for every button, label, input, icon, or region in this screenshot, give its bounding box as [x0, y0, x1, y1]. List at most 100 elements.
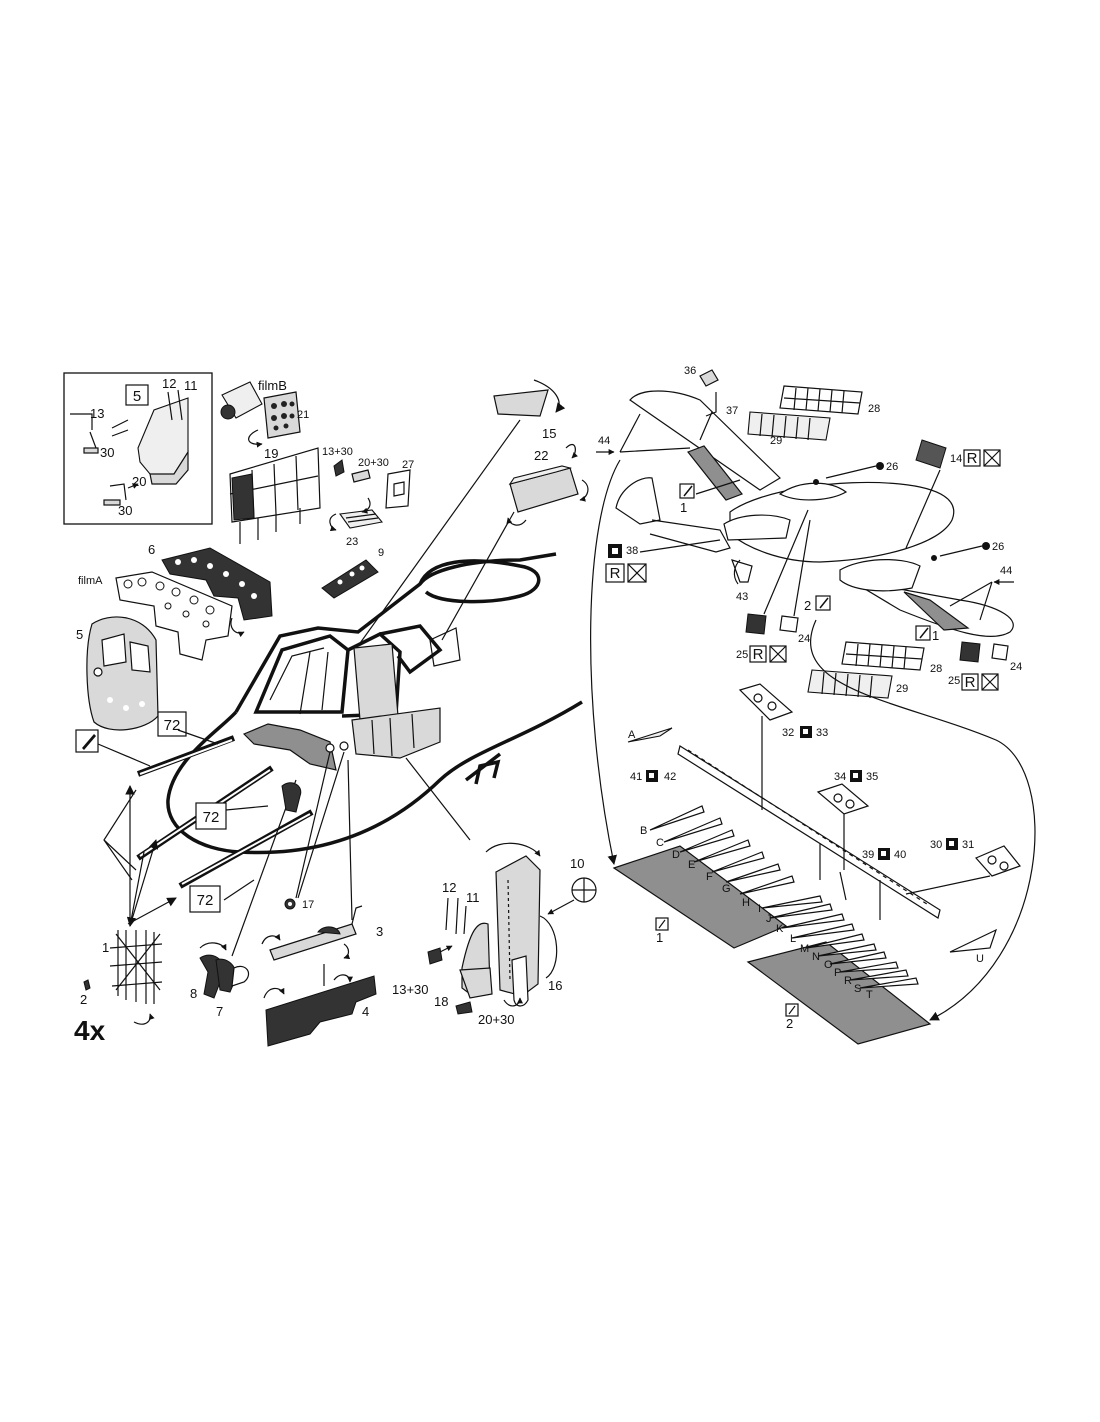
- label-L: L: [790, 933, 796, 945]
- seat-inset: 5 12 11 13 30 20 30: [63, 372, 213, 525]
- label-I: I: [758, 903, 761, 915]
- label-31: 31: [962, 839, 974, 851]
- label-27: 27: [402, 459, 414, 471]
- label-21: 21: [297, 409, 309, 421]
- wing-structure: 1 2 A 32 33 41 42 34 35 B C D: [612, 683, 1021, 1045]
- inset-label-30a: 30: [100, 445, 114, 460]
- label-16: 16: [548, 978, 562, 993]
- label-13-30b: 13+30: [392, 982, 429, 997]
- sheet-2: 2: [786, 1016, 793, 1031]
- boxed-72-b: 72: [203, 809, 220, 826]
- label-O: O: [824, 959, 833, 971]
- label-40: 40: [894, 849, 906, 861]
- label-23: 23: [346, 536, 358, 548]
- label-2: 2: [80, 992, 87, 1007]
- film-a-label: filmA: [78, 575, 103, 587]
- inset-box-label: 5: [133, 388, 141, 405]
- pilot-seat: 12 11 13+30 18 20+30: [392, 757, 515, 1027]
- label-S: S: [854, 983, 861, 995]
- label-A: A: [628, 729, 636, 741]
- label-34: 34: [834, 771, 846, 783]
- label-28b: 28: [930, 663, 942, 675]
- label-5: 5: [76, 627, 83, 642]
- label-30w: 30: [930, 839, 942, 851]
- label-44a: 44: [598, 435, 610, 447]
- label-20-30b: 20+30: [478, 1012, 515, 1027]
- fuselage-outline: [166, 552, 583, 855]
- multiplier-4x: 4x: [74, 1015, 106, 1046]
- label-D: D: [672, 849, 680, 861]
- label-1: 1: [102, 940, 109, 955]
- label-25b: 25: [948, 675, 960, 687]
- label-42: 42: [664, 771, 676, 783]
- label-M: M: [800, 943, 809, 955]
- label-H: H: [742, 897, 750, 909]
- decal-r-b: R: [967, 450, 978, 467]
- part-22-box: 22: [441, 443, 589, 641]
- label-35: 35: [866, 771, 878, 783]
- label-J: J: [766, 913, 772, 925]
- decal-2a: 2: [804, 598, 811, 613]
- label-C: C: [656, 837, 664, 849]
- part-5-bulkhead: 5: [76, 616, 159, 731]
- label-13-30: 13+30: [322, 446, 353, 458]
- label-37: 37: [726, 405, 738, 417]
- label-41: 41: [630, 771, 642, 783]
- label-12b: 12: [442, 880, 456, 895]
- label-N: N: [812, 951, 820, 963]
- label-G: G: [722, 883, 731, 895]
- film-b-label-text: filmB: [258, 378, 287, 393]
- label-15: 15: [542, 426, 556, 441]
- label-22: 22: [534, 448, 548, 463]
- part-15-canopy: 15: [357, 379, 566, 647]
- label-11b: 11: [466, 890, 480, 905]
- label-20-30: 20+30: [358, 457, 389, 469]
- label-44b: 44: [1000, 565, 1012, 577]
- inset-label-13: 13: [90, 406, 104, 421]
- sheet-1: 1: [656, 930, 663, 945]
- label-T: T: [866, 989, 873, 1001]
- label-K: K: [776, 923, 784, 935]
- label-3: 3: [376, 924, 383, 939]
- instrument-panel-group: filmA filmB 21 19 13+30 20+30 27 23: [220, 378, 414, 548]
- label-29b: 29: [896, 683, 908, 695]
- boxed-72-c: 72: [197, 892, 214, 909]
- label-8: 8: [190, 986, 197, 1001]
- decal-r-c: R: [753, 646, 764, 663]
- label-24b: 24: [1010, 661, 1022, 673]
- film-a-panel: filmA: [78, 571, 233, 661]
- part-6-dashboard: 6: [148, 542, 273, 638]
- parts-7-8: 8 7: [190, 779, 302, 1019]
- label-19: 19: [264, 446, 278, 461]
- label-B: B: [640, 825, 647, 837]
- part-1-frame: 1 2 4x: [74, 785, 177, 1046]
- boxed-72-a: 72: [164, 717, 181, 734]
- inset-label-20: 20: [132, 474, 146, 489]
- label-33: 33: [816, 727, 828, 739]
- inset-label-30b: 30: [118, 503, 132, 518]
- label-28: 28: [868, 403, 880, 415]
- label-24a: 24: [798, 633, 810, 645]
- label-E: E: [688, 859, 695, 871]
- aircraft-overview: 28 29 36 37 44 26 1 38 R 43: [590, 365, 1036, 1021]
- label-6: 6: [148, 542, 155, 557]
- label-F: F: [706, 871, 713, 883]
- label-U: U: [976, 953, 984, 965]
- decal-1b: 1: [932, 628, 939, 643]
- label-18: 18: [434, 994, 448, 1009]
- inset-label-11: 11: [184, 378, 198, 393]
- label-39: 39: [862, 849, 874, 861]
- label-7: 7: [216, 1004, 223, 1019]
- inset-label-12: 12: [162, 376, 176, 391]
- label-R: R: [844, 975, 852, 987]
- label-38: 38: [626, 545, 638, 557]
- decal-1a: 1: [680, 500, 687, 515]
- label-43: 43: [736, 591, 748, 603]
- label-25a: 25: [736, 649, 748, 661]
- label-32: 32: [782, 727, 794, 739]
- label-9: 9: [378, 547, 384, 559]
- part-9: 9: [321, 547, 384, 599]
- label-14: 14: [950, 453, 962, 465]
- label-26a: 26: [886, 461, 898, 473]
- label-36: 36: [684, 365, 696, 377]
